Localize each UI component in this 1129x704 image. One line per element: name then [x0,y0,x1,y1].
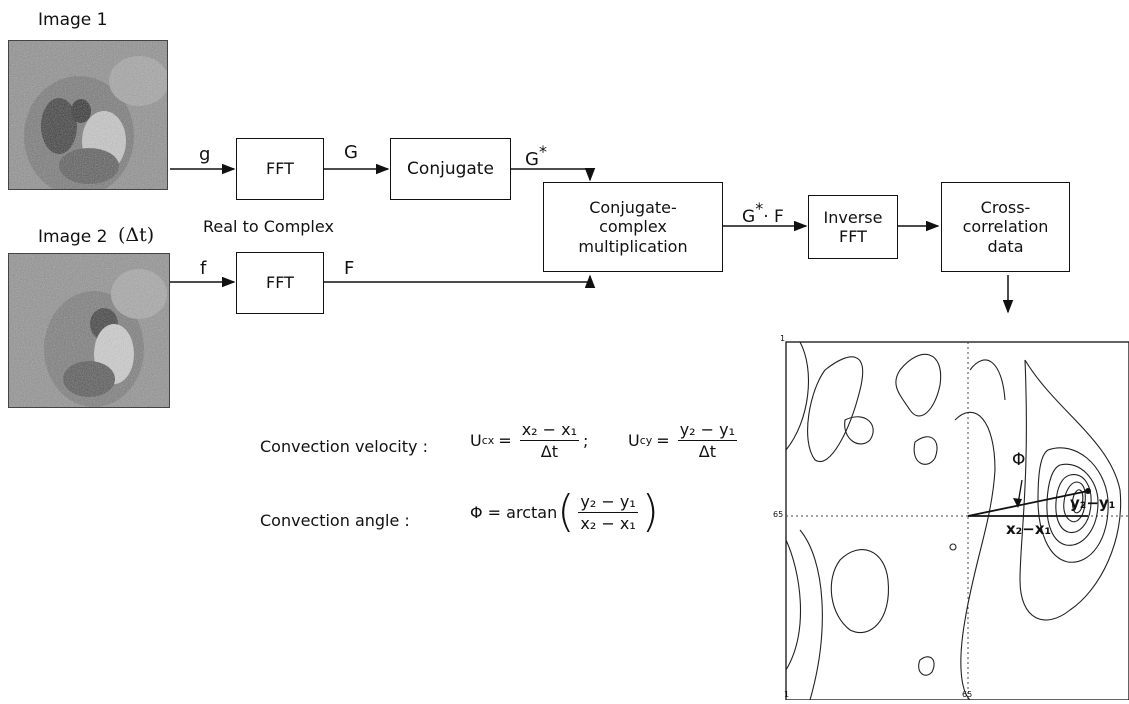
arrow-Gconj [510,169,590,180]
contour-svg [770,330,1129,700]
arrow-F [323,276,590,282]
plot-tick-bottom: 1 [784,690,789,699]
fft-box-2: FFT [236,252,324,314]
velocity-label: Convection velocity : [260,437,428,456]
signal-GF: G*· F [742,199,784,227]
conjugate-box: Conjugate [390,138,511,200]
signal-g: g [199,144,210,165]
fft-box-1: FFT [236,138,324,200]
signal-G-conj: G* [525,142,547,170]
signal-f: f [200,258,206,279]
cross-correlation-box: Cross- correlation data [941,182,1070,272]
real-to-complex-note: Real to Complex [203,217,334,236]
signal-G: G [344,142,358,163]
multiplication-box: Conjugate- complex multiplication [543,182,723,272]
plot-tick-mid-y: 65 [773,510,783,519]
cross-correlation-plot: Φ x₂−x₁ y₂−y₁ 1 65 65 1 [770,330,1129,700]
signal-F: F [344,258,354,279]
plot-tick-mid-x: 65 [962,690,972,699]
plot-dy-label: y₂−y₁ [1070,494,1115,512]
inverse-fft-box: Inverse FFT [808,195,898,259]
plot-tick-top: 1 [780,334,785,343]
plot-dx-label: x₂−x₁ [1006,520,1051,538]
plot-phi-label: Φ [1012,450,1025,470]
angle-label: Convection angle : [260,511,410,530]
